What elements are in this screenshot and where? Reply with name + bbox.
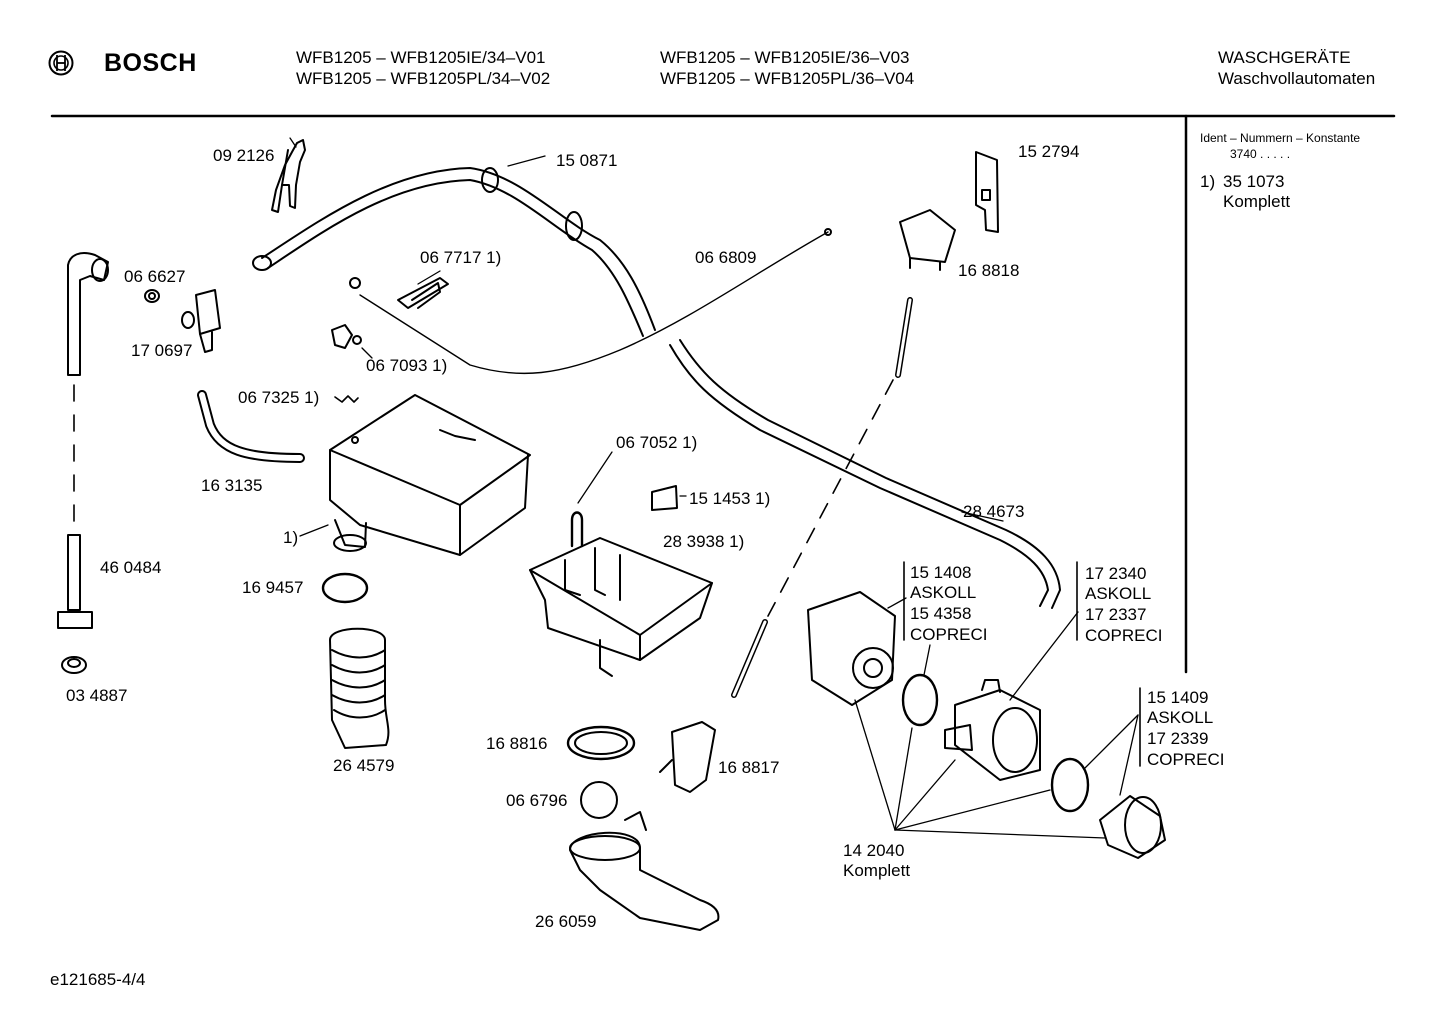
ident-constant: 3740 . . . . .: [1230, 147, 1291, 161]
label-150871: 15 0871: [556, 151, 618, 170]
drawing-id: e121685-4/4: [50, 970, 146, 989]
heater-168817: [659, 721, 716, 793]
label-067717: 06 7717 1): [420, 248, 502, 267]
note-number: 35 1073: [1223, 172, 1285, 191]
bracket-067717: [349, 277, 449, 309]
leader: [361, 347, 373, 359]
pump-group-2: ASKOLL: [910, 583, 977, 602]
model-line-4: WFB1205 – WFB1205PL/36–V04: [660, 69, 915, 88]
label-460484: 46 0484: [100, 558, 162, 577]
wire-066809: [359, 231, 829, 375]
category-title: WASCHGERÄTE: [1218, 48, 1351, 67]
valve-170697: [181, 289, 221, 353]
housing-group-1: 17 2340: [1085, 564, 1147, 583]
housing-group-3: 17 2337: [1085, 605, 1147, 624]
sump-hose-266059: [569, 811, 720, 931]
label-142040: 14 2040: [843, 841, 905, 860]
leader: [887, 597, 907, 609]
inlet-elbow: [67, 252, 109, 376]
label-067093: 06 7093 1): [366, 356, 448, 375]
wire-tip: [824, 228, 832, 236]
fork-bracket-092126: [271, 139, 306, 213]
model-line-1: WFB1205 – WFB1205IE/34–V01: [296, 48, 546, 67]
clamp-168816: [566, 725, 636, 761]
leader: [507, 155, 546, 167]
brand-name: BOSCH: [104, 49, 197, 77]
label-168818: 16 8818: [958, 261, 1020, 280]
label-066809: 06 6809: [695, 248, 757, 267]
label-067325: 06 7325 1): [238, 388, 320, 407]
drawer-283938: [529, 537, 713, 677]
leader: [923, 644, 931, 676]
ring-151409: [1050, 757, 1090, 813]
model-line-3: WFB1205 – WFB1205IE/36–V03: [660, 48, 910, 67]
model-line-2: WFB1205 – WFB1205PL/34–V02: [296, 69, 551, 88]
ring-pump: [901, 673, 939, 727]
label-066627: 06 6627: [124, 267, 186, 286]
seal-group-3: 17 2339: [1147, 729, 1209, 748]
label-283938: 28 3938 1): [663, 532, 745, 551]
clip-067093: [331, 324, 362, 349]
pump-group-3: 15 4358: [910, 604, 972, 623]
label-note-1: 1): [283, 528, 299, 547]
bellows-264579: [329, 627, 390, 749]
label-264579: 26 4579: [333, 756, 395, 775]
staple-067052: [570, 511, 584, 548]
ident-title: Ident – Nummern – Konstante: [1200, 131, 1361, 145]
label-284673: 28 4673: [963, 502, 1025, 521]
label-067052: 06 7052 1): [616, 433, 698, 452]
label-142040-komplett: Komplett: [843, 861, 911, 880]
pump-group-4: COPRECI: [910, 625, 988, 644]
tube-284673: [669, 339, 1061, 609]
leader: [577, 451, 613, 504]
spring-067325: [334, 395, 359, 403]
filter: [1099, 795, 1166, 859]
category-subtitle: Waschvollautomaten: [1218, 69, 1376, 88]
label-169457: 16 9457: [242, 578, 304, 597]
label-266059: 26 6059: [535, 912, 597, 931]
plate-152794: [975, 151, 999, 233]
label-163135: 16 3135: [201, 476, 263, 495]
bosch-logo-icon: [48, 50, 74, 76]
leader: [417, 270, 441, 285]
label-066796: 06 6796: [506, 791, 568, 810]
housing-group-2: ASKOLL: [1085, 584, 1152, 603]
dispenser-housing: [329, 394, 531, 556]
leader: [1009, 611, 1079, 701]
label-168817: 16 8817: [718, 758, 780, 777]
drain-pump: [807, 591, 896, 706]
label-152794: 15 2794: [1018, 142, 1080, 161]
leader: [1084, 714, 1139, 769]
leader: [961, 511, 1004, 522]
seal-group-4: COPRECI: [1147, 750, 1225, 769]
hose-150871: [252, 167, 656, 337]
label-092126: 09 2126: [213, 146, 275, 165]
note-marker: 1): [1200, 172, 1216, 191]
label-151453: 15 1453 1): [689, 489, 771, 508]
inlet-460484: [57, 534, 93, 629]
cap-151453: [651, 485, 678, 511]
housing-group-4: COPRECI: [1085, 626, 1163, 645]
leader: [289, 137, 297, 148]
pump-housing: [944, 679, 1041, 781]
label-168816: 16 8816: [486, 734, 548, 753]
seal-group-1: 15 1409: [1147, 688, 1209, 707]
seal-034887: [61, 656, 87, 674]
note-text: Komplett: [1223, 192, 1291, 211]
komplett-leaders: [854, 699, 1106, 839]
ball-066796: [580, 781, 618, 819]
leader: [299, 524, 329, 537]
clamp-169457: [321, 572, 369, 604]
label-034887: 03 4887: [66, 686, 128, 705]
pressure-switch-168818: [899, 209, 956, 271]
ring-066627: [144, 289, 160, 303]
label-170697: 17 0697: [131, 341, 193, 360]
pump-group-1: 15 1408: [910, 563, 972, 582]
seal-group-2: ASKOLL: [1147, 708, 1214, 727]
dash-axis-right: [767, 379, 894, 617]
